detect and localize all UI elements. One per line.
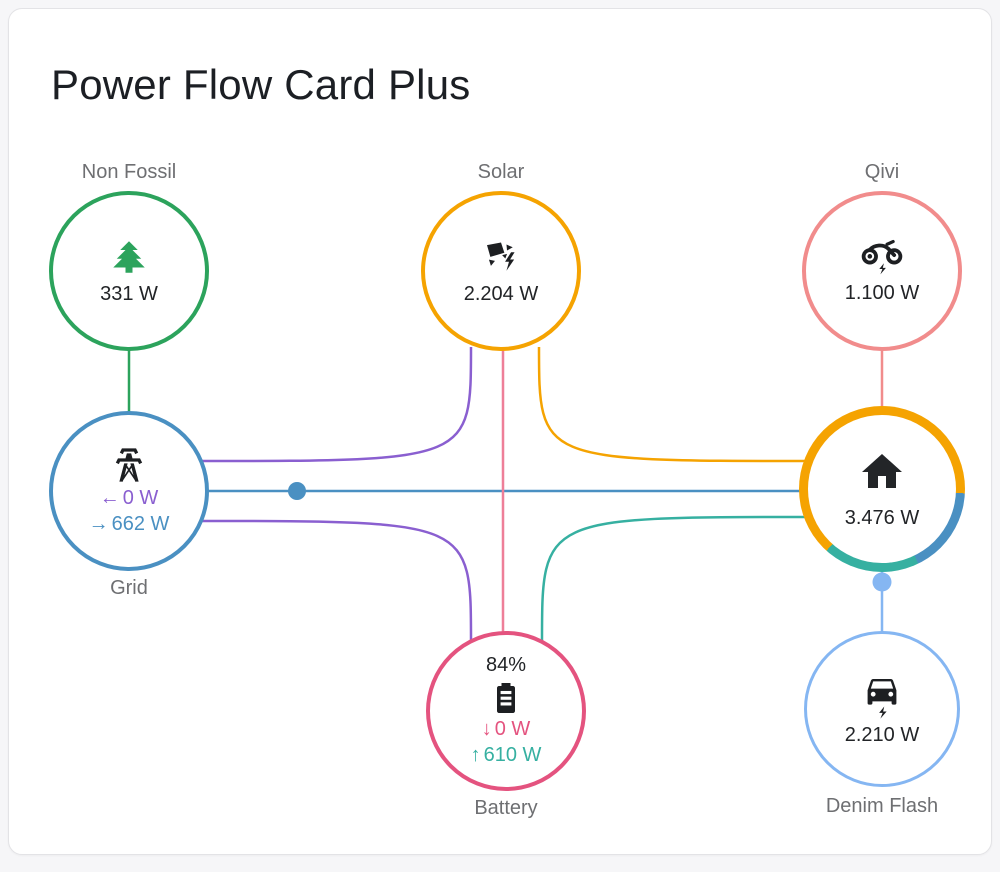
grid-flow-dot [288, 482, 306, 500]
qivi-value: 1.100 W [844, 282, 920, 304]
motorbike-electric-icon [859, 237, 905, 277]
card-title: Power Flow Card Plus [51, 61, 471, 108]
non-fossil-value: 331 W [100, 283, 158, 305]
grid-export-value: 0 W [122, 487, 159, 509]
node-denim-flash[interactable]: 2.210 W [804, 631, 960, 787]
node-grid[interactable]: ← 0 W → 662 W [49, 411, 209, 571]
qivi-label: Qivi [864, 161, 900, 183]
node-solar[interactable]: 2.204 W [421, 191, 581, 351]
transmission-tower-icon [109, 445, 149, 485]
home-icon [858, 448, 906, 501]
grid-import-value: 662 W [111, 513, 170, 535]
battery-discharge-value: 610 W [483, 744, 542, 766]
flow-grid-to-battery [200, 519, 473, 642]
flow-lines-layer [127, 345, 892, 642]
denim-flow-dot [872, 572, 892, 592]
battery-soc: 84% [485, 654, 527, 676]
node-non-fossil[interactable]: 331 W [49, 191, 209, 351]
solar-label: Solar [477, 161, 525, 183]
battery-label: Battery [474, 797, 538, 819]
arrow-down-icon: ↓ [481, 718, 492, 740]
car-electric-icon [862, 671, 902, 719]
solar-power-icon [479, 236, 523, 278]
home-value: 3.476 W [844, 507, 920, 529]
battery-discharge-line: ↑ 610 W [471, 742, 542, 768]
home-inner: 3.476 W [808, 415, 956, 563]
denim-flash-value: 2.210 W [844, 724, 920, 746]
flow-solar-to-home [537, 346, 810, 463]
battery-charge-value: 0 W [494, 718, 531, 740]
grid-import-line: → 662 W [89, 511, 170, 537]
denim-flash-label: Denim Flash [825, 795, 939, 817]
solar-value: 2.204 W [463, 283, 539, 305]
arrow-right-icon: → [88, 513, 109, 535]
node-battery[interactable]: 84% ↓ 0 W ↑ 610 W [426, 631, 586, 791]
node-qivi[interactable]: 1.100 W [802, 191, 962, 351]
battery-charge-line: ↓ 0 W [482, 716, 531, 742]
grid-export-line: ← 0 W [100, 485, 159, 511]
battery-icon [488, 680, 524, 716]
flow-solar-to-grid [200, 346, 473, 463]
pine-tree-icon [108, 236, 150, 278]
arrow-up-icon: ↑ [470, 744, 481, 766]
arrow-left-icon: ← [99, 487, 120, 509]
non-fossil-label: Non Fossil [81, 161, 177, 183]
node-home[interactable]: 3.476 W [799, 406, 965, 572]
power-flow-card: Power Flow Card Plus Non Fossil 331 W So… [8, 8, 992, 855]
grid-label: Grid [110, 577, 148, 599]
flow-battery-to-home [540, 515, 810, 642]
